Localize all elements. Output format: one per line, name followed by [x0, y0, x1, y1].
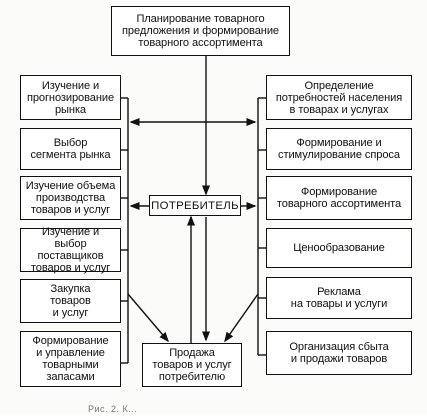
- center-consumer-box: ПОТРЕБИТЕЛЬ: [149, 195, 241, 216]
- arrow-right-diagonal: [224, 293, 259, 343]
- left-box-2: Выбор сегмента рынка: [20, 128, 121, 170]
- left-box-4: Изучение и выбор поставщиков товаров и у…: [20, 226, 121, 274]
- left-box-5: Закупка товаров и услуг: [20, 279, 121, 323]
- figure-caption: Рис. 2. К...: [88, 404, 138, 414]
- left-box-3: Изучение объема производства товаров и у…: [20, 176, 121, 220]
- right-box-1: Определение потребностей населения в тов…: [266, 75, 412, 120]
- left-box-6: Формирование и управление товарными запа…: [20, 331, 121, 387]
- right-box-2: Формирование и стимулирование спроса: [266, 128, 412, 170]
- left-box-1: Изучение и прогнозирование рынка: [20, 75, 121, 120]
- right-box-4: Ценообразование: [266, 228, 412, 268]
- right-box-5: Реклама на товары и услуги: [266, 277, 412, 319]
- bottom-sales-box: Продажа товаров и услуг потребителю: [142, 343, 242, 387]
- arrow-left-diagonal: [127, 293, 169, 343]
- top-planning-box: Планирование товарного предложения и фор…: [111, 6, 290, 56]
- right-box-3: Формирование товарного ассортимента: [266, 176, 412, 220]
- right-box-6: Организация сбыта и продажи товаров: [266, 331, 412, 375]
